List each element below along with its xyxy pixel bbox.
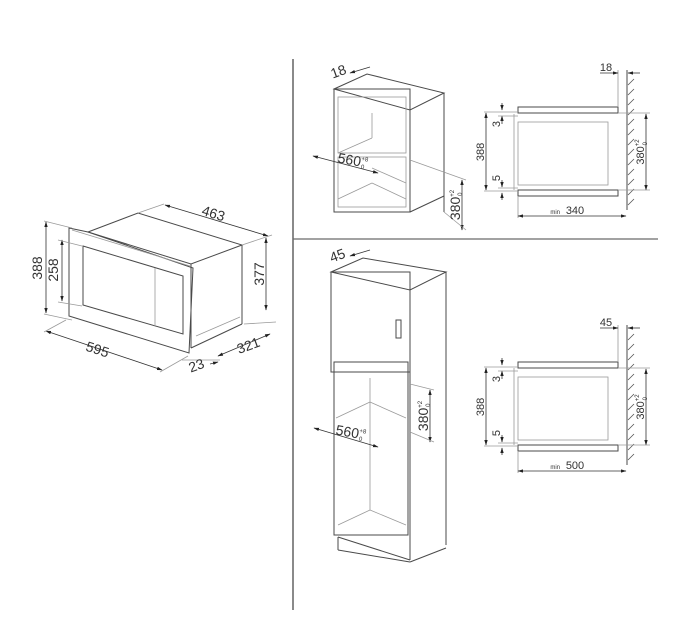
min-prefix-label: min	[550, 210, 560, 216]
dim-height-388: 388	[29, 256, 45, 280]
dim-panel-18: 18	[328, 61, 348, 81]
dim-bottom-gap-5: 5	[491, 175, 503, 181]
dim-tall-top-gap-3: 3	[491, 376, 503, 382]
dim-frame-23: 23	[186, 355, 206, 375]
tall-min-prefix-label: min	[550, 465, 560, 471]
dim-top-gap-3: 3	[491, 121, 503, 127]
dim-niche-width-560: 560+80	[336, 150, 369, 172]
dim-width-595: 595	[84, 338, 111, 361]
dim-section-388: 388	[475, 143, 487, 161]
dim-body-height-377: 377	[251, 262, 267, 286]
dim-window-258: 258	[45, 258, 61, 282]
appliance-view: 388 258 595 463 377 321 23	[29, 202, 277, 375]
dim-section-panel-45: 45	[600, 317, 612, 329]
dim-min-depth-340: 340	[566, 205, 584, 217]
dim-tall-bottom-gap-5: 5	[491, 430, 503, 436]
dim-depth-463: 463	[200, 202, 227, 224]
dim-section-panel-18: 18	[600, 62, 612, 74]
dim-min-depth-500: 500	[566, 460, 584, 472]
dim-depth-321: 321	[235, 334, 263, 357]
dim-tall-niche-width-560: 560+80	[334, 422, 367, 444]
dim-tall-section-388: 388	[475, 398, 487, 416]
dim-panel-45: 45	[327, 245, 347, 265]
